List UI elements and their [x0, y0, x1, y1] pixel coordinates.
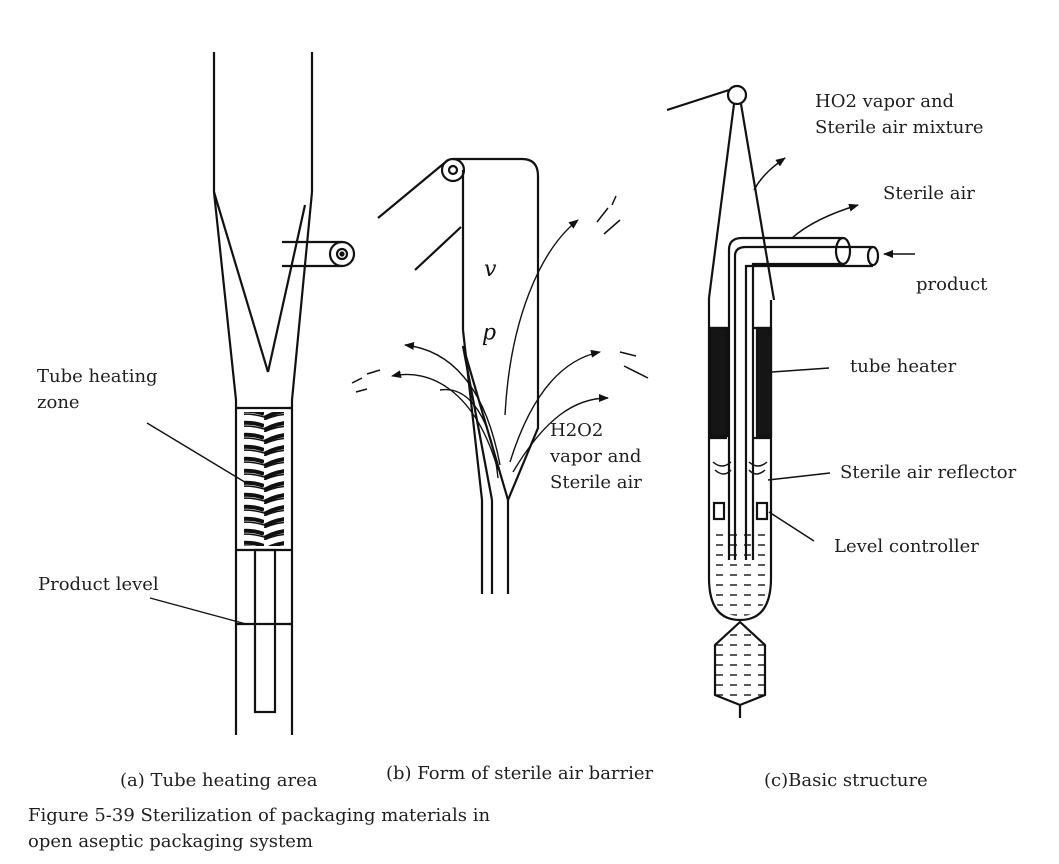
label-sterile-air: Sterile air — [883, 183, 975, 204]
caption-panel-a: (a) Tube heating area — [120, 770, 318, 791]
label-product: product — [916, 274, 988, 295]
figure-caption: Figure 5-39 Sterilization of packaging m… — [28, 805, 491, 852]
tube-heater-right — [755, 326, 773, 438]
symbol-d: d — [482, 322, 496, 347]
symbol-v: v — [484, 257, 497, 282]
label-tube-heater: tube heater — [850, 356, 957, 377]
label-product-level: Product level — [38, 574, 159, 595]
caption-panel-c: (c)Basic structure — [764, 770, 928, 791]
panel-a-tube-heating-area — [146, 52, 356, 735]
caption-panel-b: (b) Form of sterile air barrier — [386, 763, 654, 784]
heating-coil — [244, 412, 284, 546]
label-ho2-mixture: HO2 vapor and Sterile air mixture — [815, 91, 984, 138]
label-level-controller: Level controller — [834, 536, 979, 557]
panel-b-sterile-air-barrier — [351, 157, 649, 594]
label-sterile-air-reflector: Sterile air reflector — [840, 462, 1017, 483]
label-h2o2-vapor: H2O2 vapor and Sterile air — [550, 420, 642, 493]
label-tube-heating-zone: Tube heating zone — [37, 366, 158, 413]
panel-c-basic-structure — [666, 84, 915, 718]
panel-b-symbols: v d — [482, 257, 497, 347]
tube-heater-left — [709, 326, 729, 438]
